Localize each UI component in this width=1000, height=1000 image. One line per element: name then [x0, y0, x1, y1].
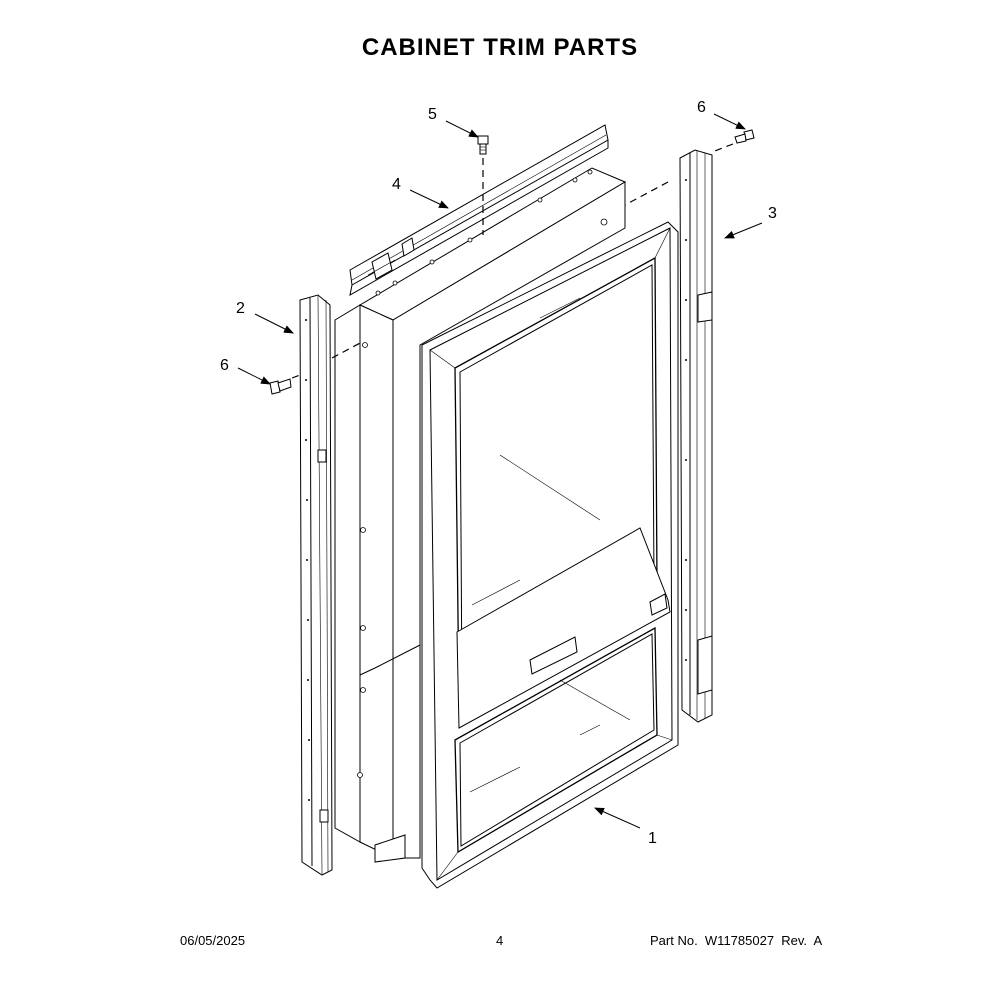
- cabinet-body: [334, 167, 627, 863]
- callout-1-label: 1: [648, 830, 657, 847]
- screw-right-part: [624, 129, 755, 206]
- callout-4-label: 4: [392, 176, 401, 193]
- callout-3: 3: [724, 205, 777, 239]
- screw-left-part: [269, 341, 363, 395]
- footer-date: 06/05/2025: [180, 933, 246, 948]
- left-side-trim-part: [299, 294, 333, 876]
- footer-page-number: 4: [496, 933, 504, 948]
- callout-2-label: 2: [236, 300, 245, 317]
- callout-4: 4: [392, 176, 449, 209]
- callout-6-right-label: 6: [697, 99, 706, 116]
- callout-5: 5: [428, 106, 479, 138]
- door-frame-part: [421, 221, 679, 889]
- right-side-trim-part: [679, 149, 713, 723]
- callout-6-left-label: 6: [220, 357, 229, 374]
- screw-top-part: [477, 135, 489, 235]
- callout-5-label: 5: [428, 106, 437, 123]
- page-title: CABINET TRIM PARTS: [361, 34, 639, 61]
- callout-6-left: 6: [220, 357, 271, 385]
- footer-part-number: Part No. W11785027 Rev. A: [650, 933, 823, 948]
- callout-1: 1: [594, 807, 657, 847]
- top-trim-part: [349, 124, 609, 296]
- callout-2: 2: [236, 300, 294, 334]
- callout-6-right: 6: [697, 99, 746, 130]
- callout-3-label: 3: [768, 205, 777, 222]
